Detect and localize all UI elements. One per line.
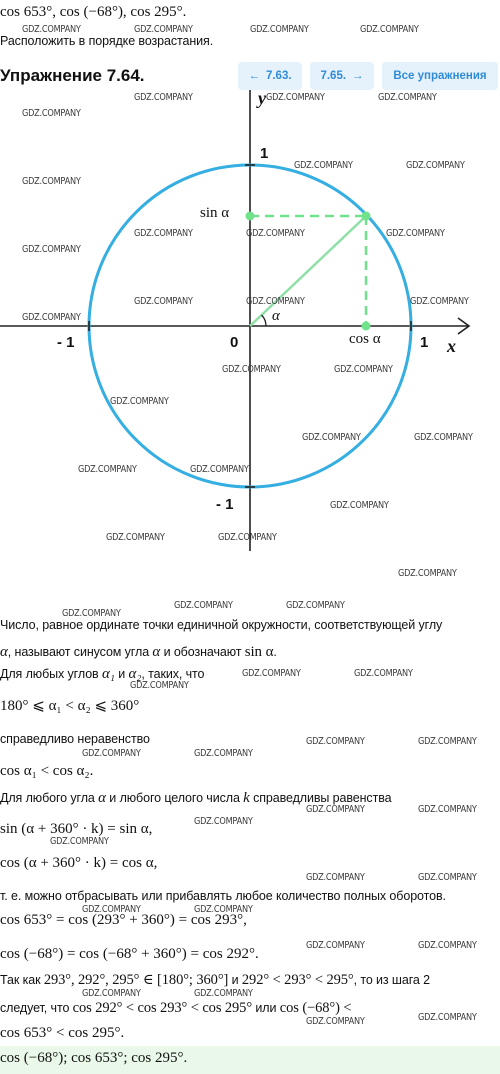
watermark: GDZ.COMPANY bbox=[222, 364, 281, 375]
watermark: GDZ.COMPANY bbox=[194, 904, 253, 915]
watermark: GDZ.COMPANY bbox=[246, 228, 305, 239]
watermark: GDZ.COMPANY bbox=[410, 296, 469, 307]
watermark: GDZ.COMPANY bbox=[418, 872, 477, 883]
watermark: GDZ.COMPANY bbox=[194, 748, 253, 759]
watermark: GDZ.COMPANY bbox=[22, 244, 81, 255]
solution-line-1: Число, равное ординате точки единичной о… bbox=[0, 618, 443, 632]
watermark: GDZ.COMPANY bbox=[22, 108, 81, 119]
watermark: GDZ.COMPANY bbox=[306, 872, 365, 883]
watermark: GDZ.COMPANY bbox=[106, 532, 165, 543]
watermark: GDZ.COMPANY bbox=[306, 804, 365, 815]
watermark: GDZ.COMPANY bbox=[306, 736, 365, 747]
solution-line-4: 180° ⩽ α₁ < α₂ ⩽ 360° bbox=[0, 698, 140, 714]
cos-point bbox=[361, 321, 371, 331]
watermark: GDZ.COMPANY bbox=[190, 464, 249, 475]
circle-point bbox=[361, 211, 371, 221]
label-minus-one-x: - 1 bbox=[57, 334, 75, 351]
watermark: GDZ.COMPANY bbox=[306, 1016, 365, 1027]
watermark: GDZ.COMPANY bbox=[22, 312, 81, 323]
watermark: GDZ.COMPANY bbox=[194, 816, 253, 827]
watermark: GDZ.COMPANY bbox=[134, 24, 193, 35]
answer-text: cos (−68°); cos 653°; cos 295°. bbox=[0, 1050, 188, 1066]
solution-line-9: cos (α + 360° · k) = cos α, bbox=[0, 855, 158, 871]
angle-label: α bbox=[272, 308, 280, 324]
watermark: GDZ.COMPANY bbox=[50, 836, 109, 847]
arrow-left-icon: ← bbox=[248, 70, 260, 82]
watermark: GDZ.COMPANY bbox=[418, 1012, 477, 1023]
solution-line-3: Для любых углов α₁ и α₂, таких, что bbox=[0, 666, 205, 682]
watermark: GDZ.COMPANY bbox=[134, 92, 193, 103]
watermark: GDZ.COMPANY bbox=[250, 24, 309, 35]
label-minus-one-y: - 1 bbox=[216, 496, 234, 513]
problem-expression: cos 653°, cos (−68°), cos 295°. bbox=[0, 4, 187, 20]
watermark: GDZ.COMPANY bbox=[306, 940, 365, 951]
watermark: GDZ.COMPANY bbox=[194, 988, 253, 999]
prev-exercise-button[interactable]: ← 7.63. bbox=[238, 62, 302, 90]
watermark: GDZ.COMPANY bbox=[134, 296, 193, 307]
angle-arc bbox=[261, 314, 267, 327]
solution-line-2: α, называют синусом угла α и обозначают … bbox=[0, 644, 277, 660]
all-exercises-button[interactable]: Все упражнения bbox=[382, 62, 498, 90]
watermark: GDZ.COMPANY bbox=[418, 940, 477, 951]
watermark: GDZ.COMPANY bbox=[360, 24, 419, 35]
cos-alpha-label: cos α bbox=[349, 331, 381, 347]
watermark: GDZ.COMPANY bbox=[294, 160, 353, 171]
watermark: GDZ.COMPANY bbox=[82, 904, 141, 915]
watermark: GDZ.COMPANY bbox=[330, 500, 389, 511]
solution-line-7: Для любого угла α и любого целого числа … bbox=[0, 790, 392, 806]
solution-line-8: sin (α + 360° · k) = sin α, bbox=[0, 821, 153, 837]
watermark: GDZ.COMPANY bbox=[110, 396, 169, 407]
answer-box: cos (−68°); cos 653°; cos 295°. bbox=[0, 1046, 500, 1074]
watermark: GDZ.COMPANY bbox=[386, 228, 445, 239]
sin-point bbox=[245, 211, 255, 221]
arrow-right-icon: → bbox=[352, 70, 364, 82]
watermark: GDZ.COMPANY bbox=[406, 160, 465, 171]
solution-line-10: т. е. можно отбрасывать или прибавлять л… bbox=[0, 889, 446, 903]
sin-alpha-label: sin α bbox=[200, 205, 230, 221]
solution-line-12: cos (−68°) = cos (−68° + 360°) = cos 292… bbox=[0, 946, 259, 962]
solution-line-14: следует, что cos 292° < cos 293° < cos 2… bbox=[0, 1000, 352, 1016]
watermark: GDZ.COMPANY bbox=[266, 92, 325, 103]
label-one-top: 1 bbox=[260, 145, 269, 162]
origin-label: 0 bbox=[230, 334, 239, 351]
solution-line-5: справедливо неравенство bbox=[0, 732, 150, 746]
watermark: GDZ.COMPANY bbox=[246, 296, 305, 307]
watermark: GDZ.COMPANY bbox=[130, 680, 189, 691]
y-axis-label: y bbox=[258, 88, 266, 108]
watermark: GDZ.COMPANY bbox=[22, 176, 81, 187]
next-exercise-button[interactable]: 7.65. → bbox=[310, 62, 374, 90]
watermark: GDZ.COMPANY bbox=[418, 736, 477, 747]
watermark: GDZ.COMPANY bbox=[134, 228, 193, 239]
solution-line-6: cos α₁ < cos α₂. bbox=[0, 763, 94, 779]
watermark: GDZ.COMPANY bbox=[62, 608, 121, 619]
watermark: GDZ.COMPANY bbox=[286, 600, 345, 611]
watermark: GDZ.COMPANY bbox=[242, 668, 301, 679]
watermark: GDZ.COMPANY bbox=[82, 988, 141, 999]
label-one-x: 1 bbox=[420, 334, 429, 351]
solution-line-15: cos 653° < cos 295°. bbox=[0, 1025, 125, 1041]
watermark: GDZ.COMPANY bbox=[82, 748, 141, 759]
watermark: GDZ.COMPANY bbox=[22, 24, 81, 35]
watermark: GDZ.COMPANY bbox=[418, 804, 477, 815]
solution-line-11: cos 653° = cos (293° + 360°) = cos 293°, bbox=[0, 912, 247, 928]
watermark: GDZ.COMPANY bbox=[334, 364, 393, 375]
watermark: GDZ.COMPANY bbox=[414, 432, 473, 443]
radius-line bbox=[249, 215, 367, 327]
watermark: GDZ.COMPANY bbox=[302, 432, 361, 443]
x-axis-arrow bbox=[457, 317, 471, 335]
watermark: GDZ.COMPANY bbox=[78, 464, 137, 475]
solution-line-13: Так как 293°, 292°, 295° ∈ [180°; 360°] … bbox=[0, 972, 430, 988]
watermark: GDZ.COMPANY bbox=[354, 668, 413, 679]
exercise-title: Упражнение 7.64. bbox=[0, 66, 145, 85]
watermark: GDZ.COMPANY bbox=[174, 600, 233, 611]
unit-circle-diagram bbox=[0, 90, 471, 551]
x-axis-label: x bbox=[447, 336, 456, 356]
watermark: GDZ.COMPANY bbox=[378, 92, 437, 103]
problem-task: Расположить в порядке возрастания. bbox=[0, 34, 214, 48]
watermark: GDZ.COMPANY bbox=[218, 532, 277, 543]
watermark: GDZ.COMPANY bbox=[398, 568, 457, 579]
